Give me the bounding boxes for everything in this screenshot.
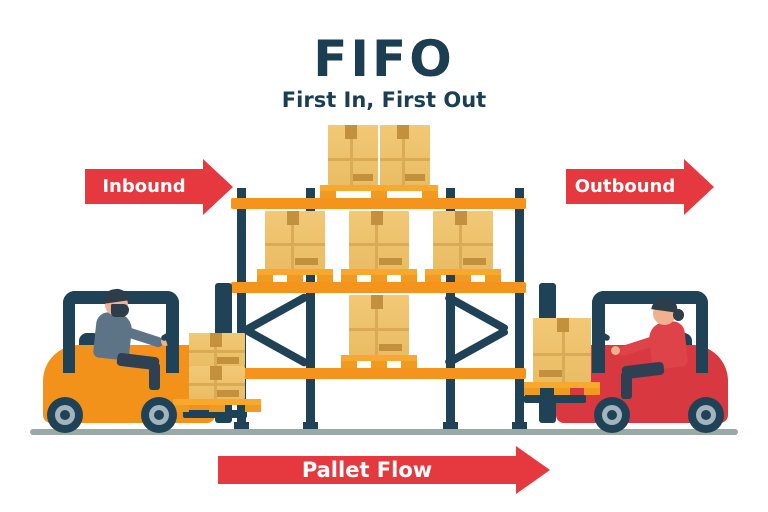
forklift-load	[173, 333, 261, 412]
page-subtitle: First In, First Out	[281, 88, 487, 112]
rack-shelf-top	[231, 125, 526, 198]
pallet-unit	[340, 295, 417, 368]
pallet-unit	[424, 211, 501, 282]
box-row	[327, 125, 430, 185]
box	[327, 125, 378, 185]
box-row	[264, 211, 325, 269]
pallet-unit	[256, 211, 333, 282]
rack-beam-bottom	[231, 368, 526, 379]
forklift-inbound	[35, 283, 265, 435]
pallet-unit	[319, 125, 438, 198]
rack-shelf-bottom	[231, 295, 526, 368]
driver-female	[588, 300, 689, 412]
rack-post	[443, 188, 458, 429]
pallet	[340, 269, 417, 282]
outbound-label: Outbound	[574, 176, 676, 197]
load-box-stack	[189, 333, 245, 399]
box-row	[348, 295, 409, 355]
forklift-outbound	[520, 283, 736, 435]
pallet	[319, 185, 438, 198]
box-row	[432, 211, 493, 269]
driver-leg	[621, 372, 632, 399]
pallet	[340, 355, 417, 368]
box	[264, 211, 325, 269]
rack-beam-middle	[231, 282, 526, 293]
pallet-flow-label: Pallet Flow	[301, 458, 433, 482]
driver-beard	[111, 304, 129, 317]
forklift-load	[524, 318, 600, 395]
wheel	[594, 397, 630, 433]
inbound-arrow: Inbound	[85, 169, 203, 204]
wheel	[47, 397, 83, 433]
pallet	[256, 269, 333, 282]
box	[189, 366, 245, 399]
box	[189, 333, 245, 366]
load-box-stack	[533, 318, 591, 382]
pallet-unit	[340, 211, 417, 282]
box	[533, 318, 591, 382]
box	[379, 125, 430, 185]
box	[348, 295, 409, 355]
forklift-forks	[183, 410, 247, 418]
pallet	[173, 399, 261, 412]
wheel	[141, 397, 177, 433]
driver-head	[105, 293, 129, 317]
driver-head	[653, 302, 676, 325]
forklift-forks	[524, 395, 586, 403]
box	[432, 211, 493, 269]
pallet	[424, 269, 501, 282]
pallet-flow-arrow: Pallet Flow	[218, 456, 516, 484]
rack-shelf-middle	[231, 211, 526, 282]
rack-post	[234, 188, 249, 429]
driver-hand	[611, 346, 620, 355]
page-title: FIFO	[313, 30, 455, 88]
ground-line	[30, 429, 738, 435]
wheel	[688, 397, 724, 433]
driver-leg	[149, 363, 160, 390]
box-row	[348, 211, 409, 269]
inbound-label: Inbound	[102, 176, 186, 197]
rack-post	[512, 188, 527, 429]
rack-beam-top	[231, 198, 526, 209]
rack-post	[303, 188, 318, 429]
pallet	[524, 382, 600, 395]
outbound-arrow: Outbound	[566, 169, 684, 204]
box	[348, 211, 409, 269]
